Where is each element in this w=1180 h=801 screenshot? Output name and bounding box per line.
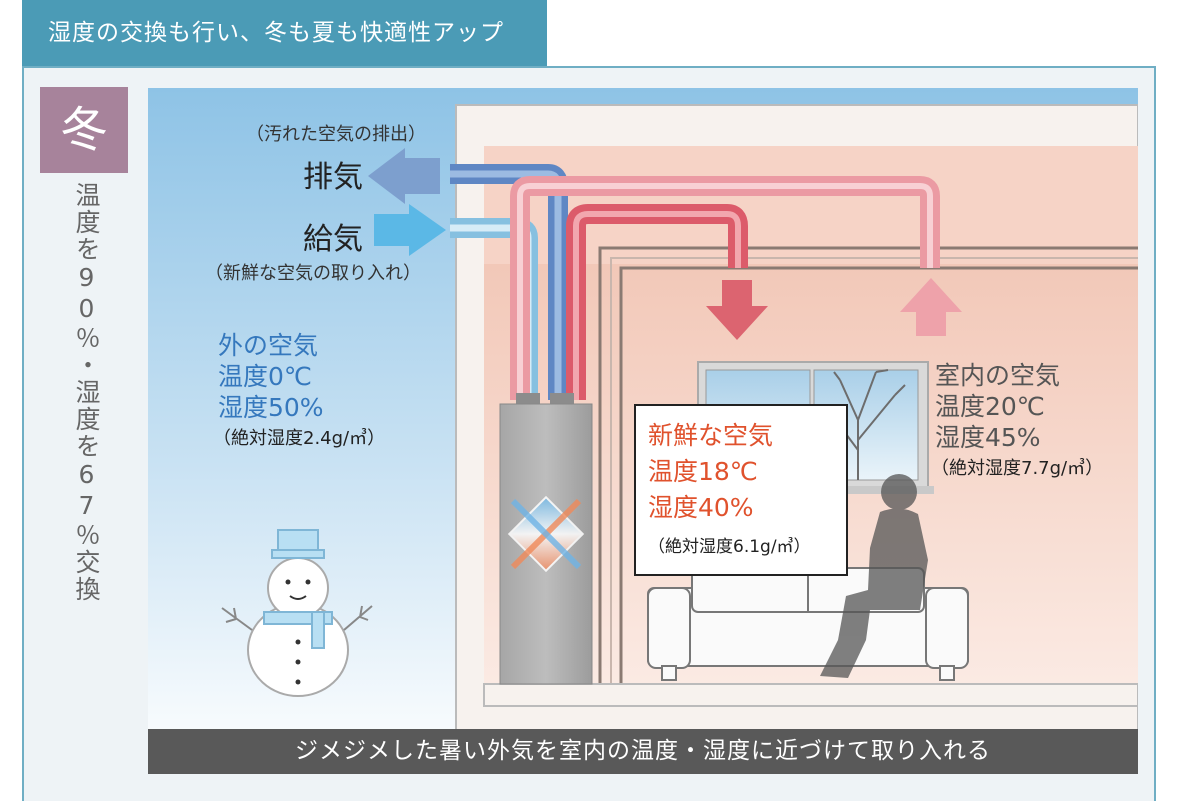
bare-tree xyxy=(827,369,906,480)
heat-exchanger-icon xyxy=(507,495,585,573)
header-title: 湿度の交換も行い、冬も夏も快適性アップ xyxy=(22,0,547,66)
seated-person xyxy=(820,474,928,678)
outside-air-title: 外の空気 xyxy=(218,331,319,360)
outside-air-absolute: （絶対湿度2.4g/㎥） xyxy=(213,428,386,449)
fresh-air-humidity: 湿度40% xyxy=(648,493,754,522)
return-duct-highlight xyxy=(517,183,933,400)
exhaust-sub-label: （汚れた空気の排出） xyxy=(246,124,426,145)
fresh-air-absolute: （絶対湿度6.1g/㎥） xyxy=(648,537,811,557)
fresh-air-temp: 温度18℃ xyxy=(648,457,758,486)
fresh-duct-highlight xyxy=(573,211,741,400)
fresh-air-title: 新鮮な空気 xyxy=(648,421,774,450)
ventilation-scene: （汚れた空気の排出） 排気 給気 （新鮮な空気の取り入れ） 外の空気 温度0℃ … xyxy=(148,88,1138,774)
inner-wall-line xyxy=(598,246,1138,684)
indoor-air-info: 室内の空気 温度20℃ 湿度45% （絶対湿度7.7g/㎥） xyxy=(931,360,1103,484)
supply-label: 給気 xyxy=(303,222,363,257)
fresh-down-arrow xyxy=(706,280,768,340)
footer-caption: ジメジメした暑い外気を室内の温度・湿度に近づけて取り入れる xyxy=(148,729,1138,774)
inner-wall-line-3 xyxy=(619,266,1138,684)
supply-sub-label: （新鮮な空気の取り入れ） xyxy=(205,263,421,284)
outside-air-info: 外の空気 温度0℃ 湿度50% （絶対湿度2.4g/㎥） xyxy=(213,330,385,454)
return-up-arrow xyxy=(900,278,962,336)
season-badge: 冬 xyxy=(40,87,128,173)
outside-air-temp: 温度0℃ xyxy=(218,362,312,391)
snowman xyxy=(221,529,373,697)
ventilation-unit-cap-r xyxy=(550,393,574,405)
supply-arrow xyxy=(374,204,446,256)
exhaust-arrow xyxy=(368,148,440,204)
indoor-air-title: 室内の空気 xyxy=(935,361,1061,390)
floor-slab xyxy=(483,683,1138,707)
outside-air-humidity: 湿度50% xyxy=(218,393,324,422)
fresh-air-info: 新鮮な空気 温度18℃ 湿度40% （絶対湿度6.1g/㎥） xyxy=(634,404,848,576)
exhaust-label: 排気 xyxy=(303,160,363,195)
inner-wall-line-2 xyxy=(610,257,1138,684)
indoor-air-humidity: 湿度45% xyxy=(935,423,1041,452)
indoor-air-absolute: （絶対湿度7.7g/㎥） xyxy=(931,458,1104,479)
exchange-rate-caption: 温度を90％・湿度を67％交換 xyxy=(72,182,101,603)
indoor-air-temp: 温度20℃ xyxy=(935,392,1045,421)
ventilation-unit-cap-l xyxy=(516,393,540,405)
